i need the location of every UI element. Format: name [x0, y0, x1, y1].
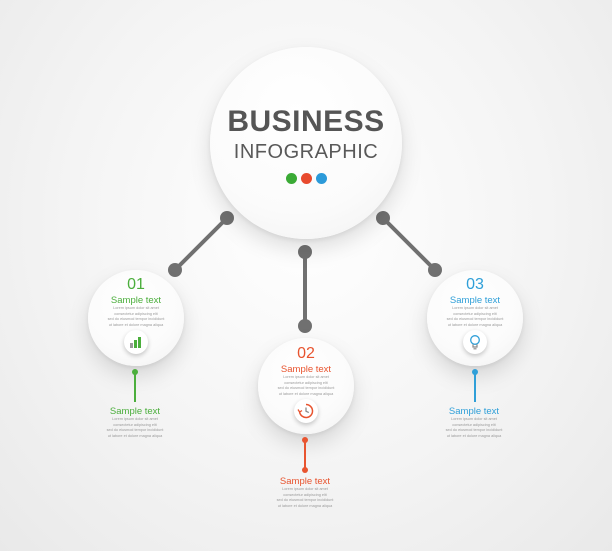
connector-node	[298, 245, 312, 259]
connector-line-1	[173, 216, 229, 272]
clock-icon	[297, 403, 314, 419]
connector-node	[298, 319, 312, 333]
step-title-1: Sample text	[110, 295, 162, 306]
blue-dot	[316, 173, 327, 184]
lightbulb-icon	[470, 335, 480, 350]
step-icon-badge-1	[124, 330, 148, 354]
step-icon-badge-2	[294, 399, 318, 423]
connector-node	[428, 263, 442, 277]
step-caption-title-1: Sample text	[109, 406, 161, 417]
connector-node	[168, 263, 182, 277]
main-subtitle: INFOGRAPHIC	[233, 141, 379, 163]
connector-node	[376, 211, 390, 225]
step-number-1: 01	[127, 276, 145, 293]
step-title-2: Sample text	[280, 364, 332, 375]
step-title-3: Sample text	[449, 295, 501, 306]
red-dot	[301, 173, 312, 184]
connector-line-3	[381, 216, 437, 272]
step-number-2: 02	[297, 345, 315, 362]
main-title: BUSINESS	[227, 105, 385, 138]
connector-node	[220, 211, 234, 225]
step-caption-title-2: Sample text	[279, 476, 331, 487]
main-circle	[210, 47, 402, 239]
bar-chart-icon	[130, 337, 141, 348]
step-icon-badge-3	[463, 330, 487, 354]
green-dot	[286, 173, 297, 184]
color-dots	[286, 173, 327, 185]
step-caption-title-3: Sample text	[448, 406, 500, 417]
step-number-3: 03	[466, 276, 484, 293]
